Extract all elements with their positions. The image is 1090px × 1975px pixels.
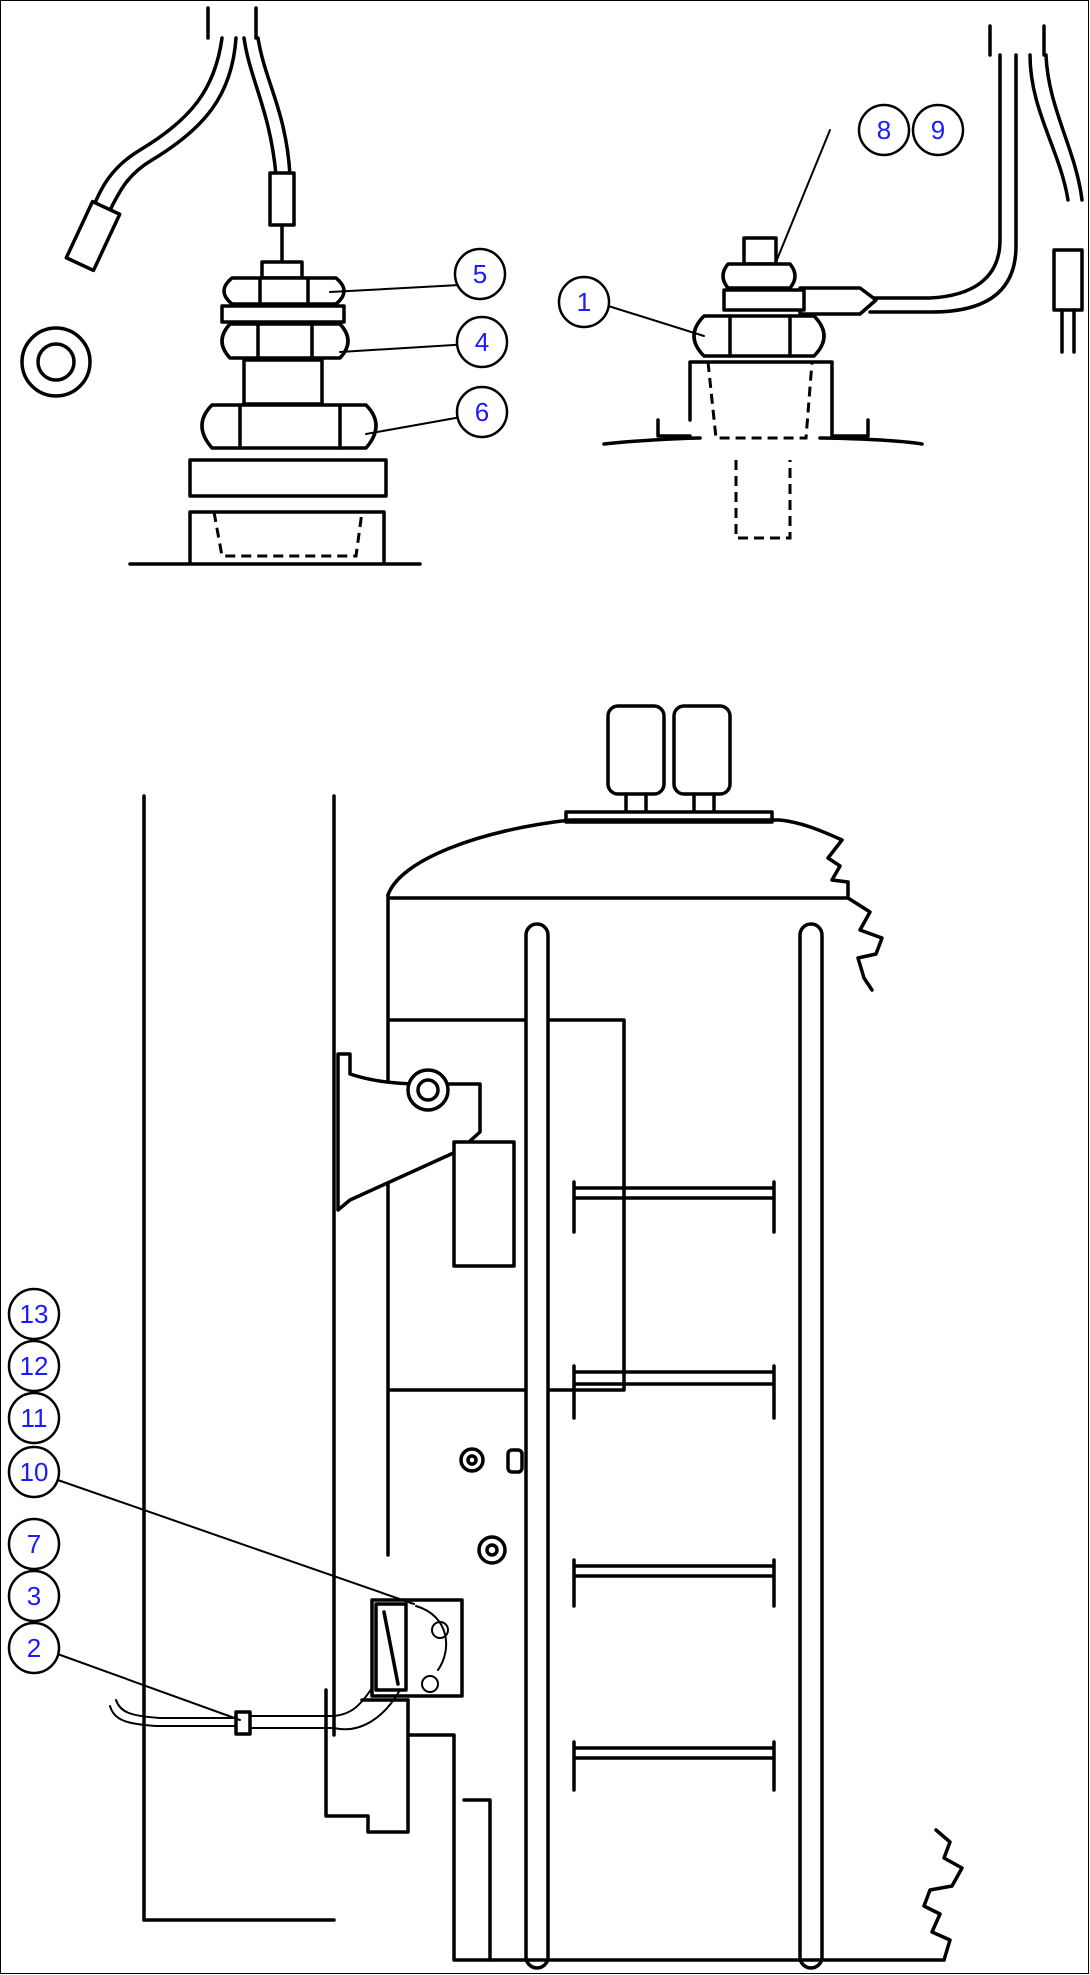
callout-13-label: 13 [20, 1299, 49, 1329]
callout-8: 8 [857, 103, 911, 157]
callout-9-label: 9 [931, 115, 945, 145]
callout-11: 11 [7, 1391, 61, 1445]
callout-13: 13 [7, 1287, 61, 1341]
callout-2-label: 2 [27, 1633, 41, 1663]
callout-7-label: 7 [27, 1529, 41, 1559]
terminal-stack-detail [20, 6, 422, 566]
callout-9: 9 [911, 103, 965, 157]
callout-12-label: 12 [20, 1351, 49, 1381]
callout-10: 10 [7, 1445, 61, 1499]
callout-1-label: 1 [577, 287, 591, 317]
callout-8-label: 8 [877, 115, 891, 145]
callout-10-label: 10 [20, 1457, 49, 1487]
callout-6-label: 6 [475, 397, 489, 427]
callout-3-label: 3 [27, 1581, 41, 1611]
callout-4-label: 4 [475, 327, 489, 357]
callout-5: 5 [453, 247, 507, 301]
callout-12: 12 [7, 1339, 61, 1393]
pillar-assembly-view [51, 704, 964, 1970]
callout-3: 3 [7, 1569, 61, 1623]
callout-4: 4 [455, 315, 509, 369]
callout-11-label: 11 [21, 1403, 48, 1433]
terminal-connection-detail [602, 24, 1084, 540]
callout-1: 1 [557, 275, 611, 329]
callout-7: 7 [7, 1517, 61, 1571]
callout-6: 6 [455, 385, 509, 439]
leader-lines [329, 283, 705, 435]
callout-5-label: 5 [473, 259, 487, 289]
callout-2: 2 [7, 1621, 61, 1675]
